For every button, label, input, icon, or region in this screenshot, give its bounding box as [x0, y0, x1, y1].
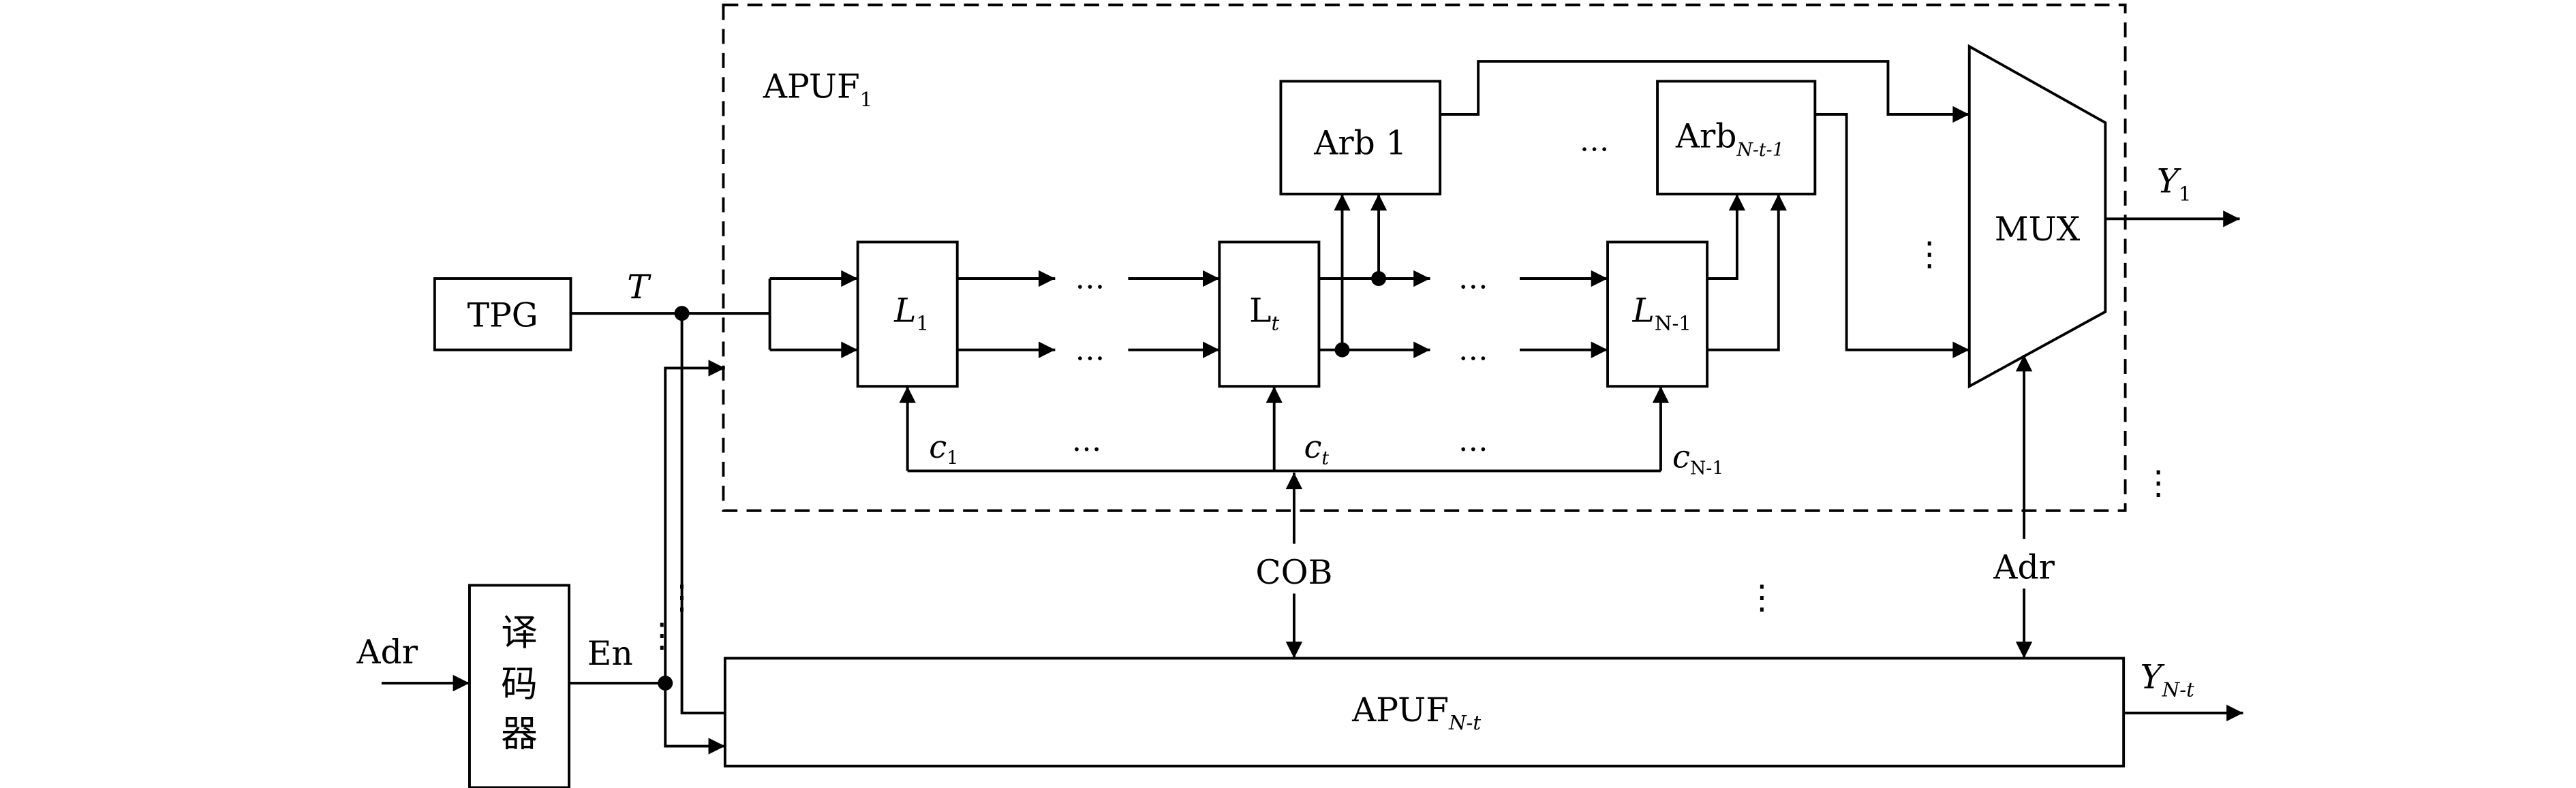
Lt-box: Lt [1218, 240, 1321, 388]
ellipsis-mux-inputs: ⋮ [1913, 236, 1946, 274]
label-adr-mux: Adr [1993, 549, 2055, 587]
ellipsis-L1-top: … [1075, 262, 1105, 296]
svg-text:Arb 1: Arb 1 [1313, 124, 1407, 162]
ellipsis-arbs: … [1580, 124, 1610, 159]
junction-Lt-bottom [1334, 342, 1350, 358]
decoder-char-2: 码 [501, 662, 538, 705]
svg-text:TPG: TPG [467, 297, 538, 335]
svg-text:APUFN-t: APUFN-t [1351, 691, 1481, 734]
label-T: T [627, 268, 651, 306]
label-c1: c1 [929, 428, 958, 469]
wires [381, 60, 2243, 755]
L1-box: L1 [856, 240, 959, 388]
ellipsis-challenge-1: … [1072, 424, 1102, 458]
arbNt-box: ArbN-t-1 [1656, 80, 1817, 195]
apuf1-title: APUF1 [763, 68, 872, 111]
decoder-box: 译 码 器 [468, 584, 570, 788]
label-YNt: YN-t [2141, 658, 2195, 701]
junction-Lt-top [1371, 271, 1387, 286]
label-ct: ct [1304, 428, 1330, 469]
tpg-box: TPG [433, 277, 572, 351]
decoder-char-1: 译 [501, 611, 538, 654]
svg-text:ArbN-t-1: ArbN-t-1 [1675, 118, 1784, 161]
label-en: En [587, 635, 633, 673]
ellipsis-En-bus: ⋮ [645, 616, 679, 655]
ellipsis-Lt-bottom: … [1458, 332, 1488, 367]
ellipsis-challenge-2: … [1458, 424, 1488, 458]
ellipsis-L1-bottom: … [1075, 332, 1105, 367]
apufNt-box: APUFN-t [723, 657, 2126, 768]
mux-block: MUX [1967, 44, 2107, 389]
label-cob: COB [1255, 554, 1332, 592]
ellipsis-T-bus: ⋮ [665, 578, 699, 616]
svg-text:LN-1: LN-1 [1632, 291, 1691, 334]
junction-En [658, 676, 673, 691]
junction-T [674, 306, 690, 321]
apuf1-frame [722, 3, 2127, 512]
svg-text:L1: L1 [893, 291, 929, 334]
svg-text:Lt: Lt [1249, 291, 1279, 334]
decoder-char-3: 器 [501, 712, 538, 755]
arb1-box: Arb 1 [1279, 80, 1442, 195]
ellipsis-right-side: ⋮ [2142, 464, 2175, 502]
ellipsis-Lt-top: … [1458, 262, 1488, 296]
label-Y1: Y1 [2157, 162, 2192, 205]
ellipsis-apuf-instances: ⋮ [1745, 578, 1779, 616]
label-cN1: cN-1 [1672, 439, 1723, 479]
LN1-box: LN-1 [1606, 240, 1709, 388]
svg-text:MUX: MUX [1995, 210, 2081, 249]
label-adr-input: Adr [356, 633, 418, 672]
